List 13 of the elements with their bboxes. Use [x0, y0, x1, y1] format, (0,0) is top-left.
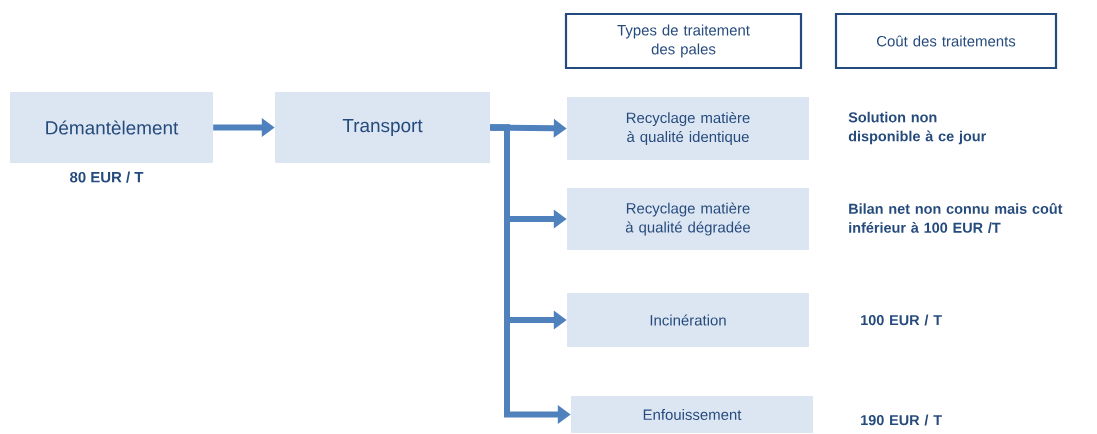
cost-text: 190 EUR / T	[861, 414, 942, 426]
cost-text: Solution non disponible à ce jour	[848, 111, 987, 145]
cost-text: Bilan net non connu mais coût inférieur à 100 EUR /T	[849, 203, 1063, 233]
column-header: Coût des traitements	[834, 12, 1058, 70]
process-box: Enfouissement	[571, 396, 813, 433]
process-box: Démantèlement	[10, 92, 213, 163]
cost-text: 80 EUR / T	[70, 171, 144, 183]
cost-text: 100 EUR / T	[861, 314, 942, 326]
process-box: Incinération	[567, 293, 809, 347]
process-box: Recyclage matière à qualité dégradée	[567, 188, 809, 250]
process-box: Recyclage matière à qualité identique	[567, 97, 809, 160]
column-header: Types de traitement des pales	[564, 12, 803, 70]
process-box: Transport	[275, 92, 490, 163]
